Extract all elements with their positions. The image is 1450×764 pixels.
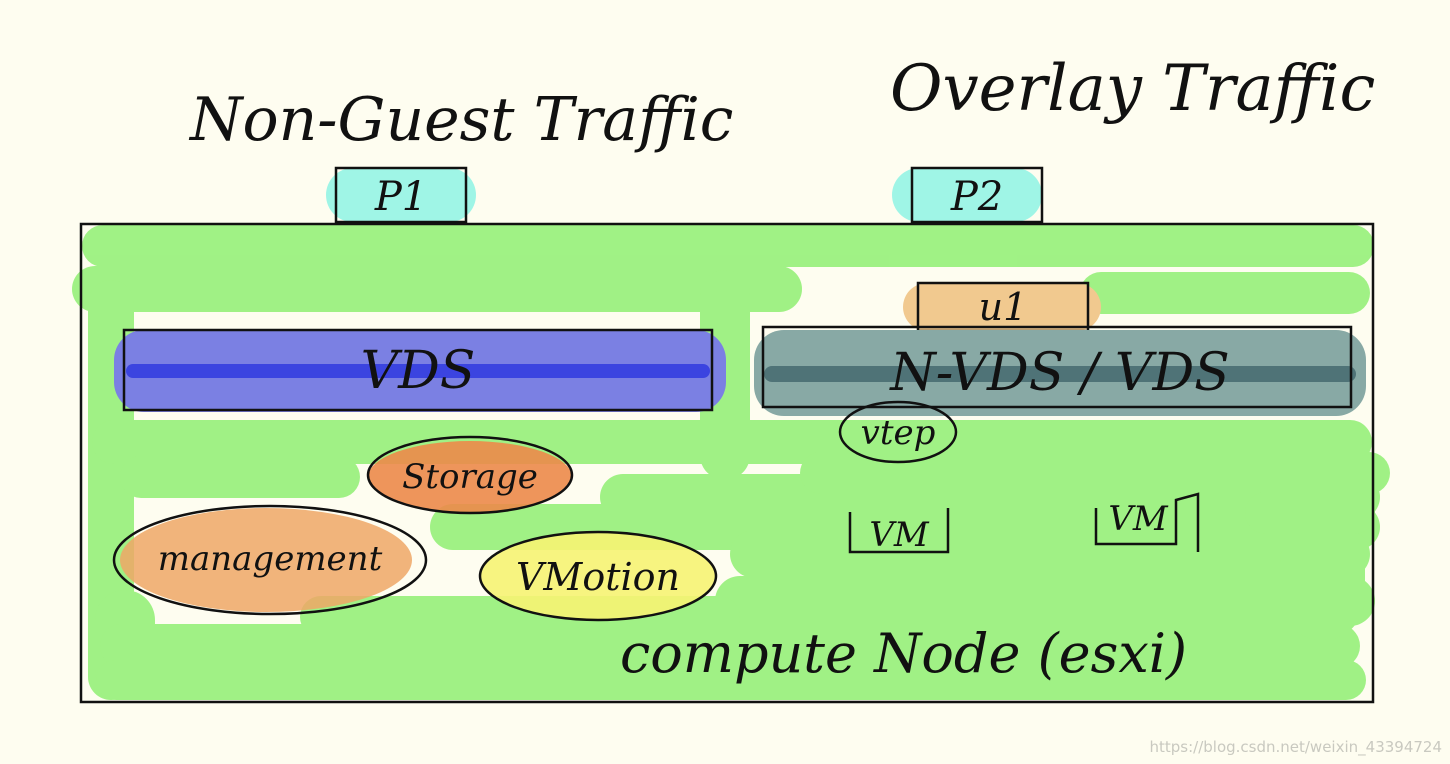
- nvds-label: N-VDS / VDS: [888, 343, 1230, 403]
- vmotion-vmkernel: VMotion: [478, 530, 718, 622]
- storage-vmkernel: Storage: [366, 435, 574, 515]
- port-p1-box: [334, 166, 468, 224]
- vmotion-label: VMotion: [516, 555, 680, 599]
- storage-fill: [368, 441, 572, 513]
- port-p2-label: P2: [950, 174, 1003, 220]
- port-p1-label: P1: [374, 174, 427, 220]
- storage-label: Storage: [402, 457, 538, 497]
- nvds-switch: N-VDS / VDS: [754, 325, 1366, 416]
- watermark-url: https://blog.csdn.net/weixin_43394724: [1149, 738, 1442, 757]
- vds-box: [122, 328, 714, 412]
- management-outline: [112, 504, 428, 616]
- vtep-endpoint: vtep: [838, 400, 958, 464]
- vm-2-box: [1094, 492, 1200, 552]
- compute-node-highlight: [72, 225, 1390, 700]
- port-p2: P2: [892, 166, 1044, 224]
- vds-stripe: [126, 364, 710, 378]
- management-vmkernel: management: [112, 504, 428, 616]
- storage-outline: [366, 435, 574, 515]
- nvds-stripe: [764, 366, 1356, 382]
- title-overlay-traffic: Overlay Traffic: [890, 52, 1375, 126]
- vm-2-label: VM: [1108, 499, 1169, 539]
- compute-node-label: compute Node (esxi): [620, 622, 1187, 685]
- management-fill: [120, 508, 412, 612]
- vm-2: VM: [1094, 492, 1200, 552]
- vmotion-outline: [478, 530, 718, 622]
- vm-1-label: VM: [869, 515, 930, 555]
- compute-node-border: [79, 222, 1375, 704]
- vds-label: VDS: [361, 341, 476, 401]
- vds-switch: VDS: [114, 328, 726, 412]
- uplink-u1: u1: [903, 281, 1101, 333]
- vm-1: VM: [848, 508, 950, 555]
- port-p2-box: [910, 166, 1044, 224]
- port-p2-highlight: [892, 168, 1042, 222]
- uplink-u1-label: u1: [979, 285, 1028, 329]
- vtep-outline: [838, 400, 958, 464]
- vm-1-box: [848, 508, 950, 554]
- vtep-label: vtep: [861, 413, 936, 453]
- uplink-u1-highlight: [903, 283, 1101, 331]
- nvds-box: [761, 325, 1353, 409]
- title-non-guest-traffic: Non-Guest Traffic: [188, 85, 733, 155]
- port-p1: P1: [326, 166, 476, 224]
- port-p1-highlight: [326, 168, 476, 222]
- management-label: management: [158, 539, 383, 579]
- vmotion-fill: [480, 532, 716, 620]
